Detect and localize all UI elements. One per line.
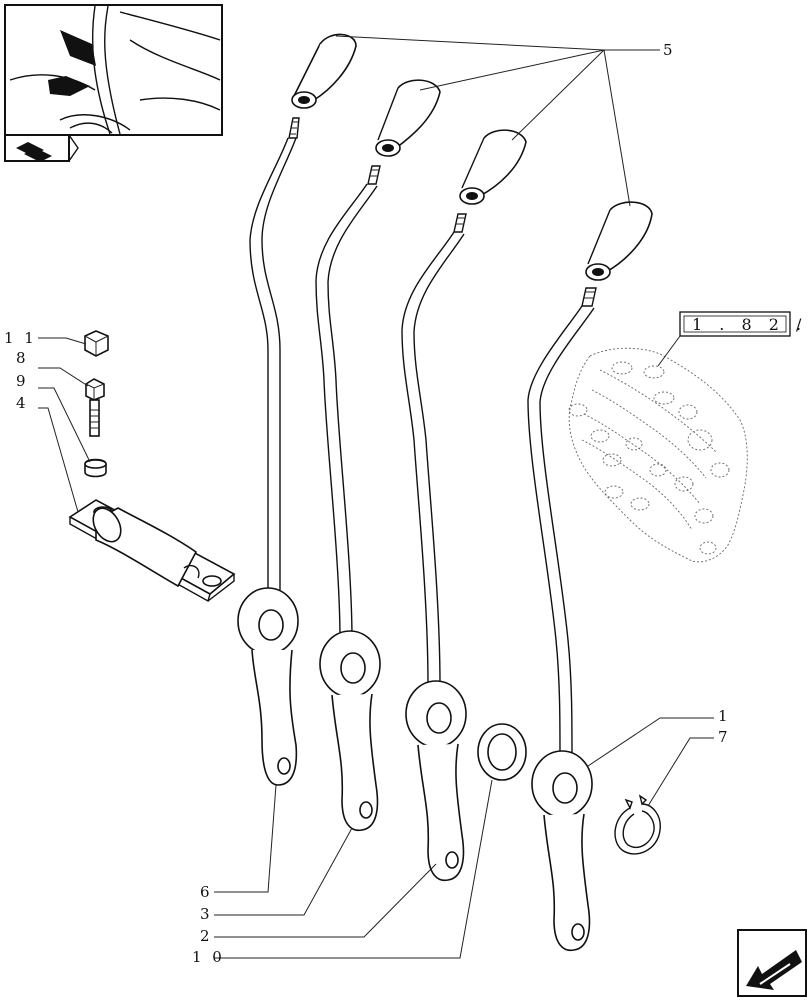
washer-part-10	[477, 723, 527, 781]
thumbnail-inset[interactable]	[4, 4, 223, 162]
lever-knob	[291, 33, 357, 109]
callout-10: 1 0	[192, 948, 225, 966]
bolt-part-8	[85, 378, 105, 437]
lever-eye	[237, 587, 299, 655]
lever-arm-part-3	[331, 693, 379, 832]
callout-6: 6	[200, 883, 213, 901]
reference-suffix: /	[796, 315, 807, 334]
callout-3: 3	[200, 905, 213, 923]
valve-block-reference	[568, 347, 748, 563]
book-section-icon[interactable]	[16, 142, 52, 162]
bracket-part-4	[68, 499, 236, 603]
lever-3	[401, 129, 527, 882]
lever-arm-part-1	[543, 813, 591, 952]
lever-1	[237, 33, 357, 786]
callout-2: 2	[200, 927, 213, 945]
callout-labels: 5 1 1 8 9 4 1 7 6 3 2 1 0	[4, 41, 731, 966]
callout-4: 4	[16, 394, 29, 412]
washer-part-9	[84, 458, 107, 478]
callout-1: 1	[718, 707, 731, 725]
leader-reference	[657, 335, 681, 367]
snap-ring-part-7	[614, 794, 661, 855]
callout-11: 1 1	[4, 329, 37, 347]
callout-9: 9	[16, 372, 29, 390]
lever-arm-part-6	[251, 649, 298, 786]
lever-knob	[459, 129, 527, 205]
reference-link-1-82-7[interactable]: 1 . 8 2 . 7 /	[679, 311, 812, 337]
cap-nut-part-11	[84, 330, 109, 357]
reference-code[interactable]: 1 . 8 2 . 7	[692, 315, 812, 334]
callout-8: 8	[16, 349, 29, 367]
lever-eye	[319, 630, 381, 698]
leader-lines	[38, 35, 714, 959]
lever-4	[527, 201, 653, 952]
lever-arm-part-2	[417, 743, 465, 882]
lever-knob	[375, 79, 441, 157]
lever-knob	[585, 201, 653, 281]
previous-page-arrow-icon[interactable]	[737, 929, 807, 997]
lever-eye	[531, 750, 593, 818]
callout-5: 5	[663, 41, 676, 59]
callout-7: 7	[718, 728, 731, 746]
lever-eye	[405, 680, 467, 748]
lever-2	[315, 79, 441, 832]
